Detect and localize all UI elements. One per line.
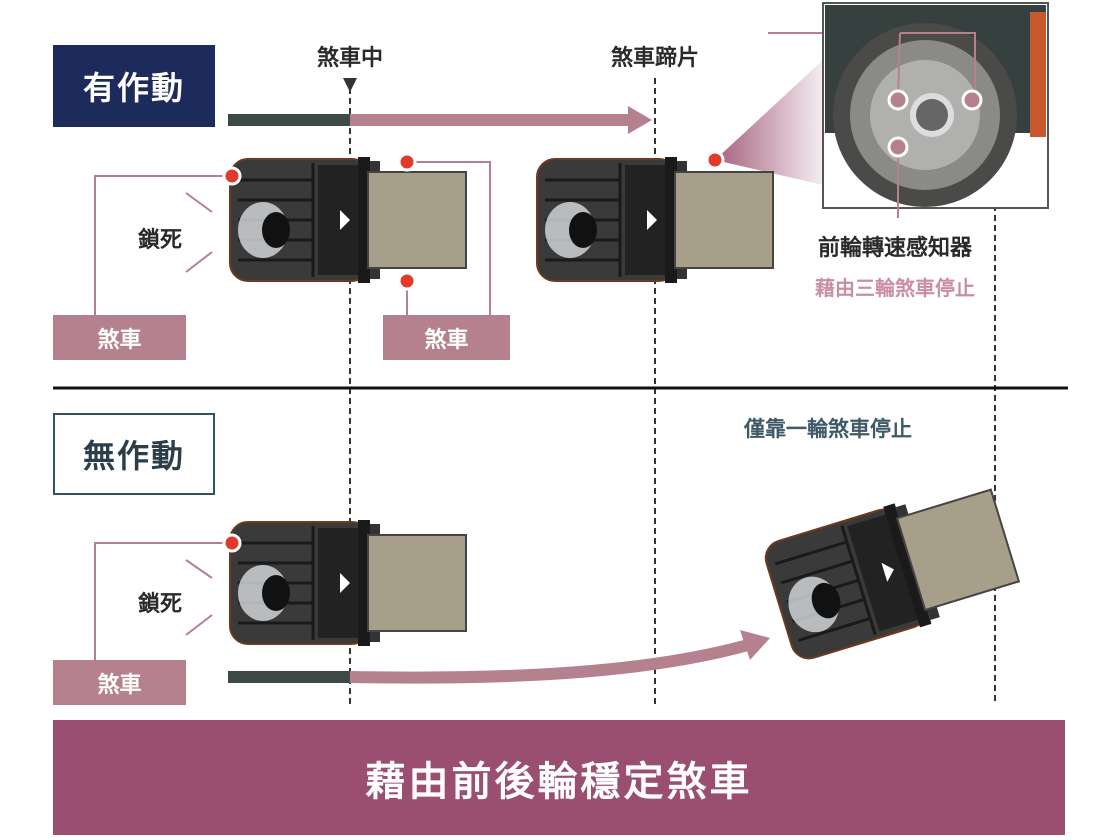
forklift-inactive-skid <box>759 473 1025 667</box>
braking-label: 煞車中 <box>316 46 384 71</box>
front-wheel-photo <box>822 2 1049 218</box>
sensor-dots <box>222 150 725 553</box>
forklift-inactive-1 <box>228 518 468 648</box>
summary-banner: 藉由前後輪穩定煞車 <box>53 720 1065 835</box>
locked-label-bottom: 鎖死 <box>137 592 183 617</box>
mode-active-label: 有作動 <box>53 45 215 127</box>
brake-tag-front-top: 煞車 <box>383 315 510 360</box>
forklift-active-2 <box>535 155 775 285</box>
brake-tag-rear-top: 煞車 <box>53 315 186 360</box>
skid-path-arrow <box>349 639 750 684</box>
zoom-callout <box>715 60 823 185</box>
brake-shoe-label: 煞車蹄片 <box>610 46 700 71</box>
pre-brake-bar-bottom <box>228 671 350 683</box>
one-wheel-stop-label: 僅靠一輪煞車停止 <box>744 417 912 441</box>
locked-label-top: 鎖死 <box>137 228 183 253</box>
brake-distance-bar <box>350 114 632 126</box>
pre-brake-bar <box>228 114 350 126</box>
forklift-active-1 <box>228 155 468 285</box>
front-sensor-label: 前輪轉速感知器 <box>817 236 973 261</box>
mode-inactive-label: 無作動 <box>53 413 215 495</box>
three-wheel-stop-label: 藉由三輪煞車停止 <box>815 276 975 300</box>
brake-tag-rear-bottom: 煞車 <box>53 660 186 705</box>
